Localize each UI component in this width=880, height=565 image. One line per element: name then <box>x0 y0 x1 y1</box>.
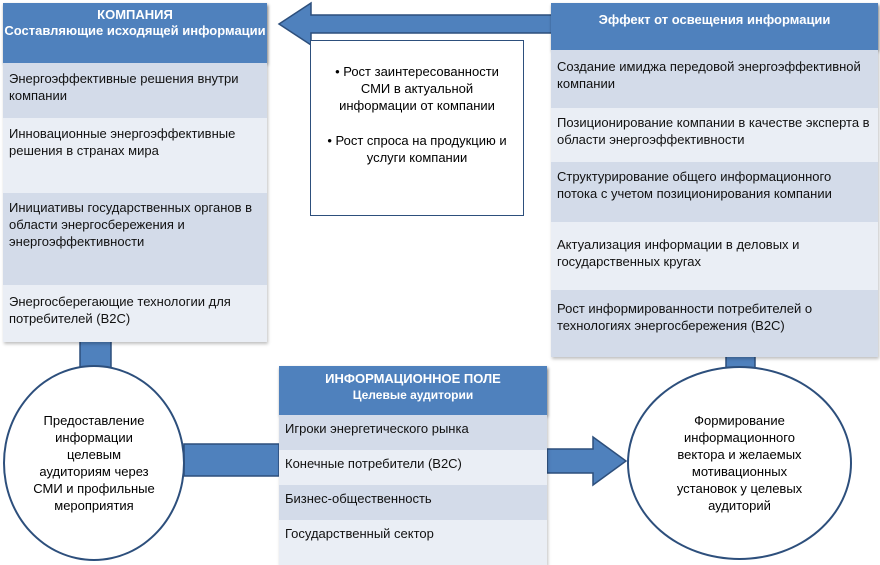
info-field-title: ИНФОРМАЦИОННОЕ ПОЛЕ <box>325 371 501 386</box>
company-item: Инициативы государственных органов в обл… <box>3 193 267 285</box>
info-field-item: Конечные потребители (В2С) <box>279 450 547 485</box>
info-field-panel: ИНФОРМАЦИОННОЕ ПОЛЕ Целевые аудитории Иг… <box>279 366 547 565</box>
right-circle: Формирование информационного вектора и ж… <box>627 366 852 560</box>
company-title: КОМПАНИЯ <box>97 7 173 22</box>
info-field-item: Бизнес-общественность <box>279 485 547 520</box>
arrow-info-field-to-right-circle <box>546 435 628 487</box>
right-circle-text: Формирование информационного вектора и ж… <box>676 413 803 513</box>
center-note-bullet: • Рост спроса на продукцию и услуги комп… <box>327 133 507 165</box>
effect-item: Структурирование общего информационного … <box>551 162 878 222</box>
info-field-item: Игроки энергетического рынка <box>279 415 547 450</box>
effect-item: Рост информированности потребителей о те… <box>551 290 878 357</box>
effect-panel: Эффект от освещения информации Создание … <box>551 3 878 357</box>
company-panel: КОМПАНИЯ Составляющие исходящей информац… <box>3 3 267 342</box>
company-subtitle: Составляющие исходящей информации <box>4 23 266 38</box>
company-item: Энергоэффективные решения внутри компани… <box>3 63 267 118</box>
effect-item: Создание имиджа передовой энергоэффектив… <box>551 50 878 108</box>
left-circle-text: Предоставление информации целевым аудито… <box>33 413 155 513</box>
effect-item: Позиционирование компании в качестве экс… <box>551 108 878 162</box>
company-header: КОМПАНИЯ Составляющие исходящей информац… <box>3 3 267 63</box>
effect-header: Эффект от освещения информации <box>551 3 878 50</box>
center-note: • Рост заинтересованности СМИ в актуальн… <box>310 40 524 216</box>
effect-item: Актуализация информации в деловых и госу… <box>551 222 878 290</box>
info-field-header: ИНФОРМАЦИОННОЕ ПОЛЕ Целевые аудитории <box>279 366 547 415</box>
left-circle: Предоставление информации целевым аудито… <box>3 365 185 561</box>
center-note-bullet: • Рост заинтересованности СМИ в актуальн… <box>335 64 499 113</box>
info-field-item: Государственный сектор <box>279 520 547 565</box>
arrow-left-to-company <box>277 1 556 47</box>
info-field-subtitle: Целевые аудитории <box>352 388 474 402</box>
company-item: Энергосберегающие технологии для потреби… <box>3 285 267 342</box>
arrow-left-circle-to-info-field <box>183 443 280 477</box>
company-item: Инновационные энергоэффективные решения … <box>3 118 267 193</box>
